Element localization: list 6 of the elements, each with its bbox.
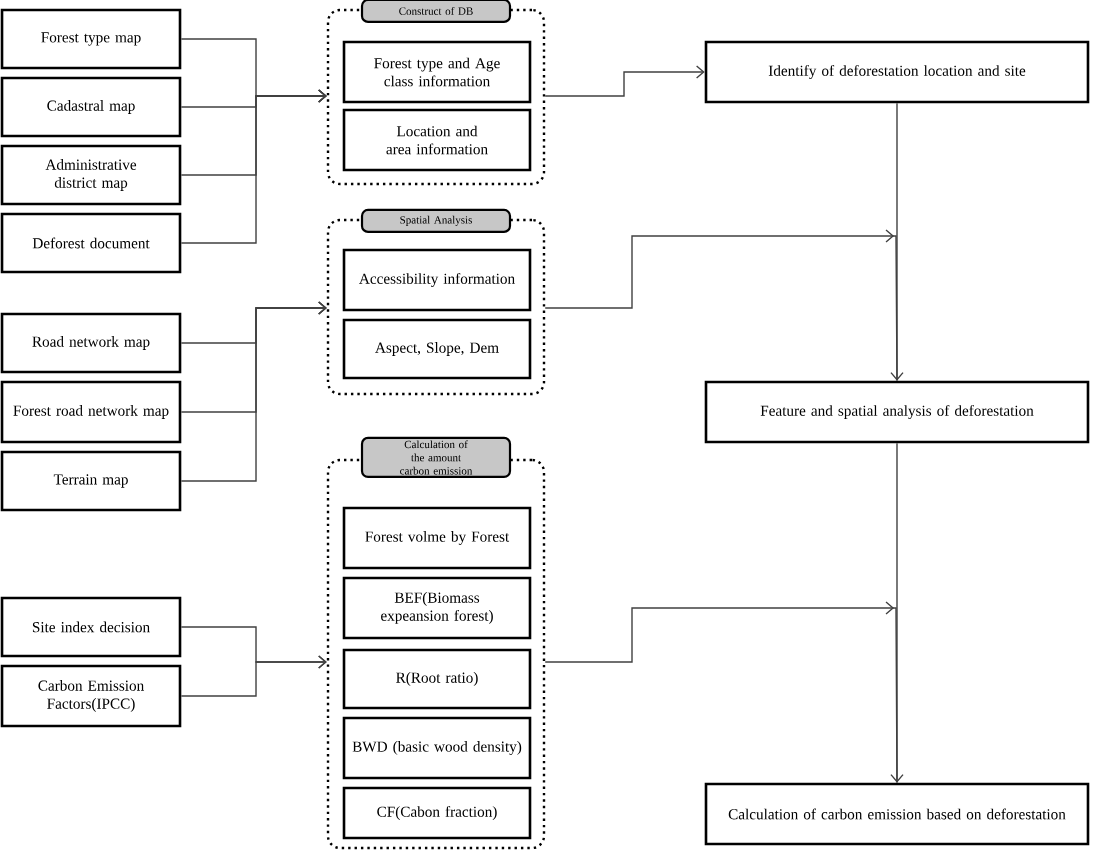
arrow bbox=[180, 301, 327, 482]
arrow bbox=[544, 65, 705, 97]
arrow bbox=[890, 442, 904, 783]
arrow bbox=[890, 102, 904, 381]
arrow bbox=[180, 89, 327, 244]
arrow bbox=[180, 655, 327, 697]
